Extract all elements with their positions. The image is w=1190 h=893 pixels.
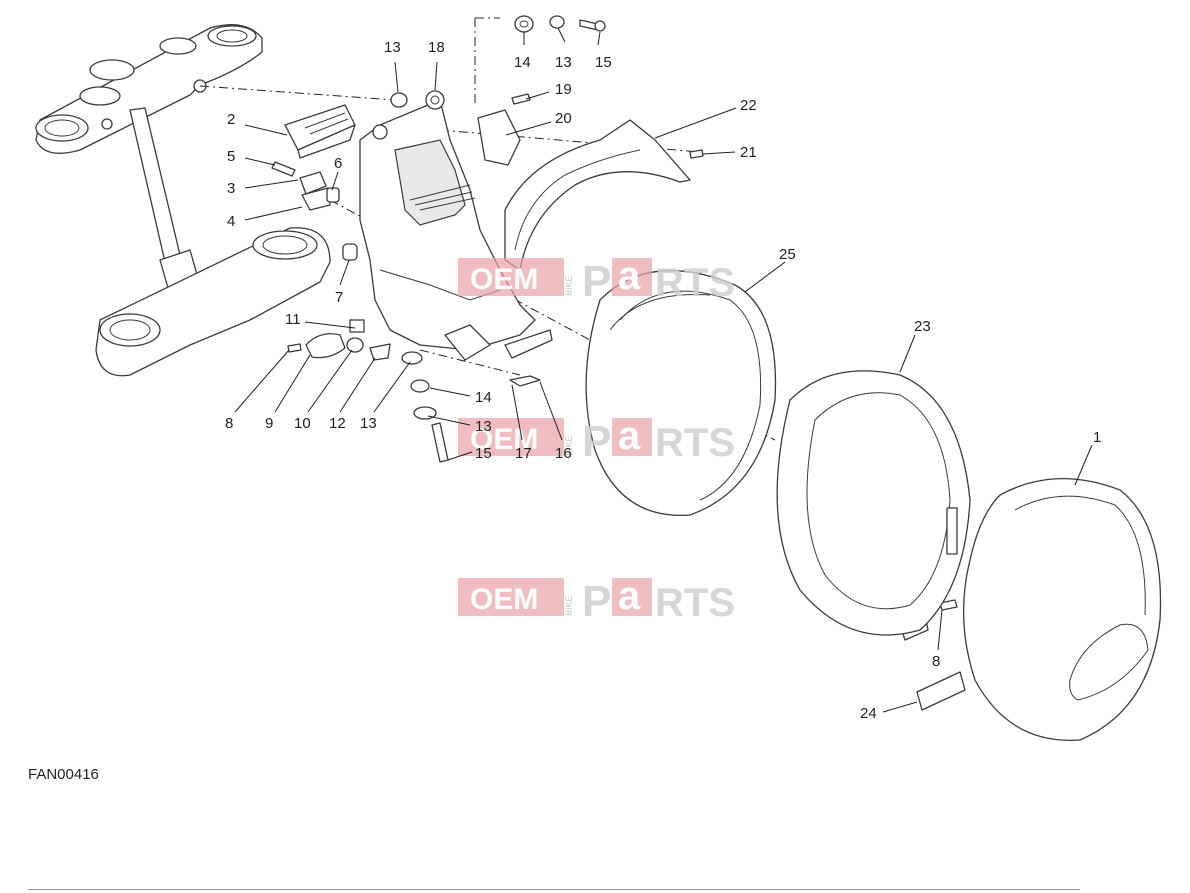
callout-12: 12 (329, 415, 346, 432)
callout-21: 21 (740, 144, 757, 161)
svg-text:a: a (618, 414, 641, 458)
svg-text:RTS: RTS (655, 421, 735, 465)
svg-text:OEM: OEM (470, 583, 538, 616)
svg-text:BIKE: BIKE (564, 275, 574, 296)
callout-15-top: 15 (595, 54, 612, 71)
watermark-top: OEM BIKE P a RTS (458, 254, 735, 306)
callout-25: 25 (779, 246, 796, 263)
leader-lines (234, 27, 1093, 713)
callout-15-middle: 15 (475, 445, 492, 462)
svg-text:a: a (618, 574, 641, 618)
callout-23: 23 (914, 318, 931, 335)
callout-4: 4 (227, 213, 235, 230)
callout-24: 24 (860, 705, 877, 722)
callout-5: 5 (227, 148, 235, 165)
part-20-bracket (477, 109, 521, 166)
svg-text:BIKE: BIKE (564, 435, 574, 456)
callout-13-bottom: 13 (360, 415, 377, 432)
callout-10: 10 (294, 415, 311, 432)
watermark-middle: OEM BIKE P a RTS (458, 414, 735, 466)
watermark-bottom: OEM BIKE P a RTS (458, 574, 735, 626)
part-24-label (916, 671, 966, 711)
callout-labels: 1 2 3 4 5 6 7 8 8 9 10 11 12 13 13 13 13… (225, 39, 1101, 722)
callout-8-right: 8 (932, 653, 940, 670)
svg-text:BIKE: BIKE (564, 595, 574, 616)
drawing-code: FAN00416 (28, 766, 99, 783)
callout-13-middle: 13 (475, 418, 492, 435)
callout-2: 2 (227, 111, 235, 128)
callout-7: 7 (335, 289, 343, 306)
callout-14-top: 14 (514, 54, 531, 71)
callout-11: 11 (285, 311, 301, 328)
part-1-headlight-lens (962, 478, 1162, 741)
callout-14-middle: 14 (475, 389, 492, 406)
part-25-trim-ring (585, 270, 777, 516)
svg-text:OEM: OEM (470, 263, 538, 296)
callout-1: 1 (1093, 429, 1101, 446)
callout-16: 16 (555, 445, 572, 462)
callout-3: 3 (227, 180, 235, 197)
hardware (271, 15, 958, 641)
svg-text:P: P (582, 417, 611, 466)
svg-text:OEM: OEM (470, 423, 538, 456)
svg-text:P: P (582, 577, 611, 626)
callout-13-top-right: 13 (555, 54, 572, 71)
callout-17: 17 (515, 445, 532, 462)
bottom-divider (28, 889, 1080, 890)
triple-clamp-assembly (35, 24, 331, 377)
part-23-headlight-body (776, 370, 971, 636)
svg-text:P: P (582, 257, 611, 306)
callout-20: 20 (555, 110, 572, 127)
callout-13-top-left: 13 (384, 39, 401, 56)
svg-text:RTS: RTS (655, 261, 735, 305)
callout-6: 6 (334, 155, 342, 172)
callout-18: 18 (428, 39, 445, 56)
part-2-module (284, 104, 356, 159)
callout-9: 9 (265, 415, 273, 432)
callout-8-left: 8 (225, 415, 233, 432)
part-22-front-shell (504, 119, 691, 271)
svg-text:RTS: RTS (655, 581, 735, 625)
callout-19: 19 (555, 81, 572, 98)
callout-22: 22 (740, 97, 757, 114)
svg-text:a: a (618, 254, 641, 298)
